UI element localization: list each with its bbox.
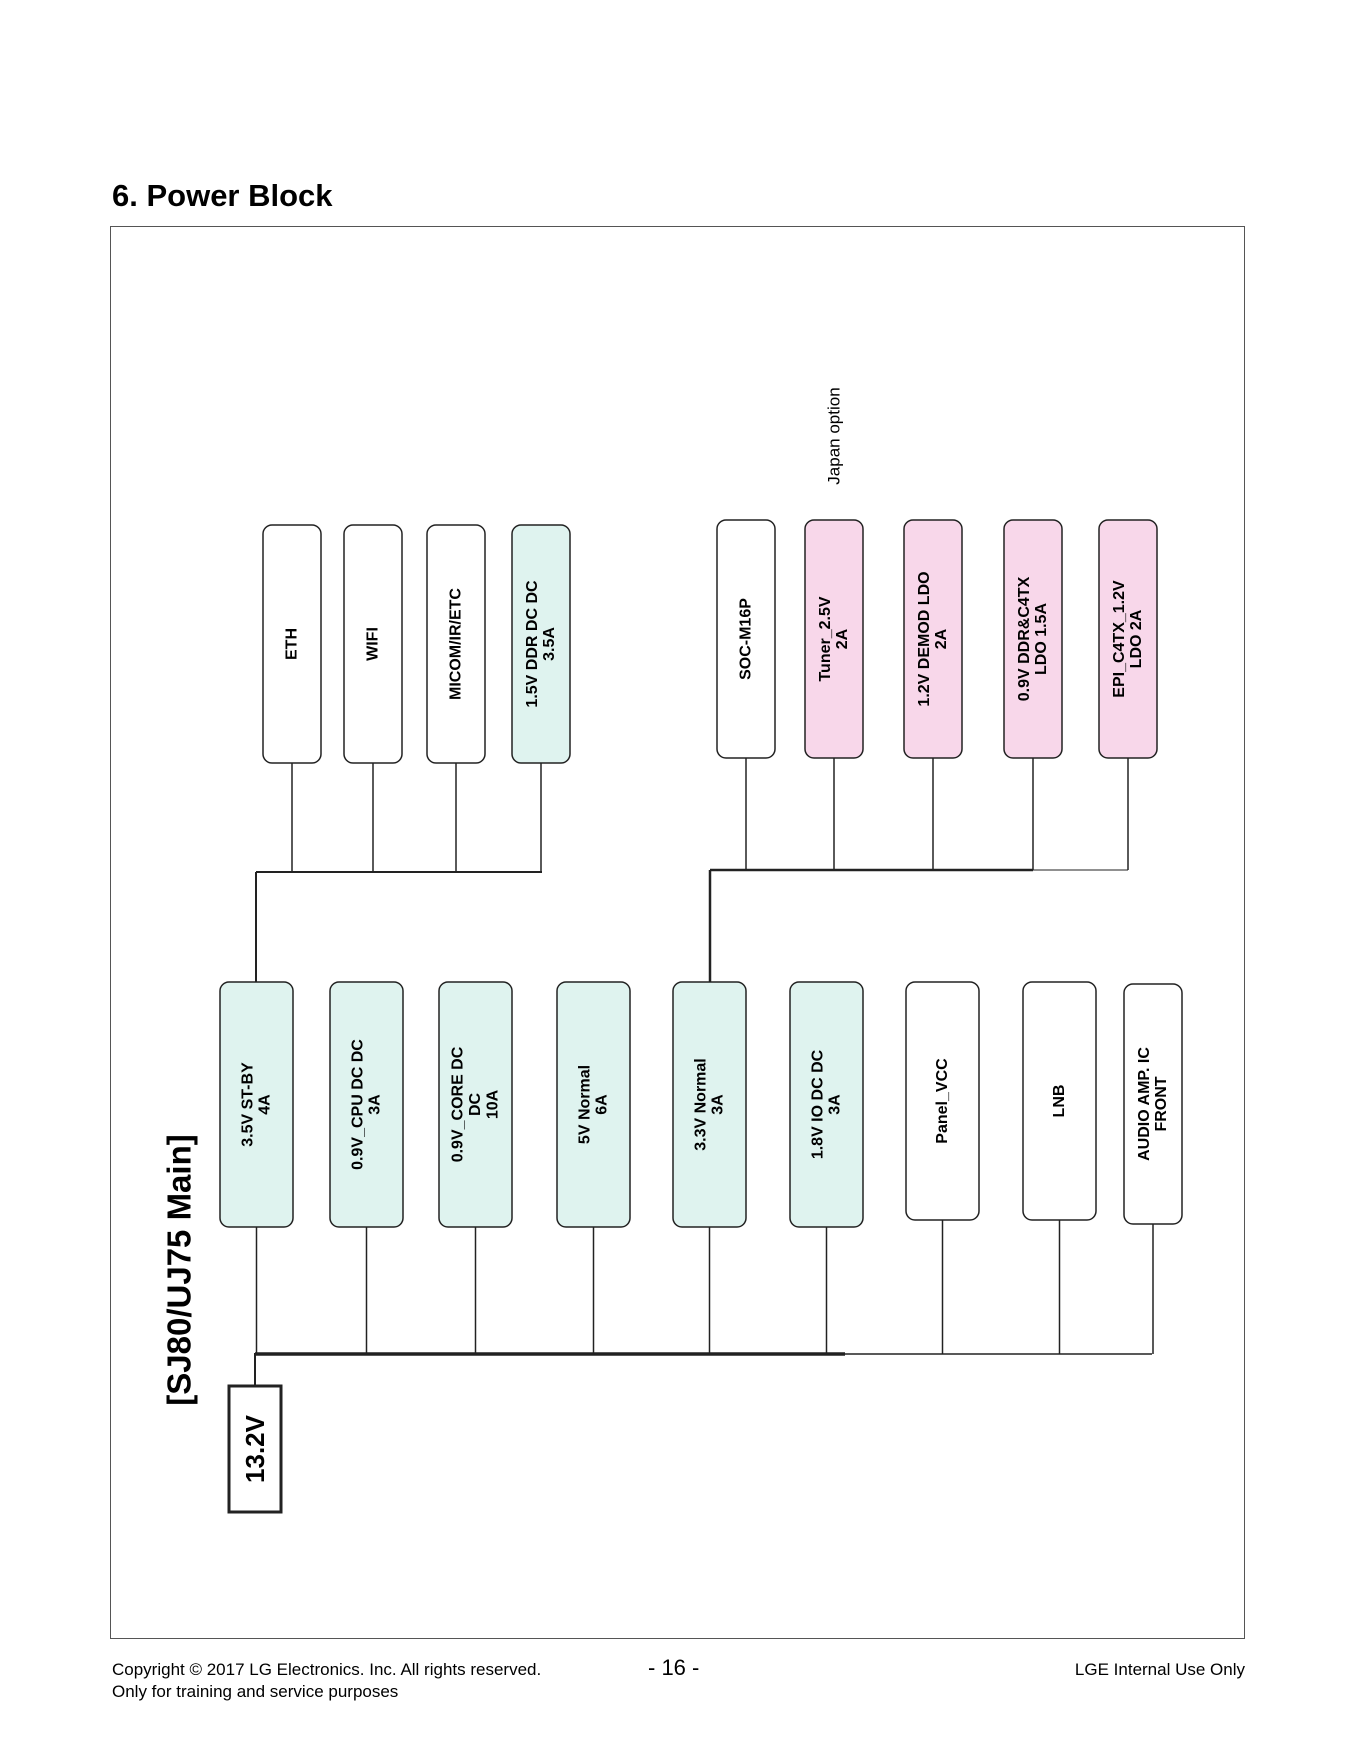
box-label-line: LDO 1.5A (1033, 603, 1050, 675)
box-label-line: MICOM/IR/ETC (448, 588, 465, 700)
box-label-line: ETH (284, 628, 301, 660)
box-label-line: 3.5A (541, 627, 558, 661)
box-label-line: 5V Normal (576, 1065, 593, 1144)
box-label-line: 0.9V DDR&C4TX (1016, 576, 1033, 701)
box-label-line: 3.5V ST-BY (239, 1062, 256, 1147)
japan-option-note: Japan option (825, 387, 844, 484)
box-label-line: WIFI (365, 627, 382, 661)
footer-copyright: Copyright © 2017 LG Electronics. Inc. Al… (112, 1660, 542, 1679)
box-label-line: LDO 2A (1128, 609, 1145, 668)
box-label-line: 2A (834, 628, 851, 649)
normal-load-box-1-label: SOC-M16P (738, 598, 755, 680)
standby-load-box-2-label: WIFI (365, 627, 382, 661)
source-box (227, 1384, 283, 1514)
page-number: - 16 - (648, 1655, 700, 1680)
box-label-line: 2A (933, 628, 950, 649)
box-label-line: 1.5V DDR DC DC (524, 580, 541, 708)
box-label-line: 0.9V_CORE DC (450, 1046, 467, 1162)
box-label-line: Tuner_2.5V (817, 596, 834, 681)
page-title: 6. Power Block (112, 178, 333, 213)
box-label-line: 3A (710, 1094, 727, 1115)
box-label-line: 3.3V Normal (692, 1058, 709, 1150)
box-label-line: 0.9V_CPU DC DC (349, 1039, 366, 1170)
box-label-line: FRONT (1153, 1076, 1170, 1131)
box-label-line: 13.2V (240, 1414, 270, 1483)
box-label-line: [SJ80/UJ75 Main] (161, 1134, 198, 1405)
box-label-line: 3A (827, 1094, 844, 1115)
standby-load-box-1-label: ETH (284, 628, 301, 660)
box-label-line: 1.8V IO DC DC (809, 1049, 826, 1159)
box-label-line: 1.2V DEMOD LDO (916, 571, 933, 706)
standby-load-box-3-label: MICOM/IR/ETC (448, 588, 465, 700)
source-label: 13.2V (240, 1414, 270, 1483)
rail-box-8-label: LNB (1051, 1085, 1068, 1118)
box-label-line: 3A (367, 1094, 384, 1115)
footer-internal-use: LGE Internal Use Only (1074, 1660, 1245, 1679)
box-label-line: DC (467, 1093, 484, 1117)
footer-training-note: Only for training and service purposes (112, 1682, 399, 1701)
main-label: [SJ80/UJ75 Main] (161, 1134, 198, 1405)
box-label-line: 4A (257, 1094, 274, 1115)
box-label-line: EPI_C4TX_1.2V (1111, 580, 1128, 698)
box-label-line: 10A (484, 1089, 501, 1119)
box-label-line: SOC-M16P (738, 598, 755, 680)
box-label-line: 6A (594, 1094, 611, 1115)
rail-box-7-label: Panel_VCC (934, 1058, 951, 1144)
box-label-line: Panel_VCC (934, 1058, 951, 1144)
box-label-line: LNB (1051, 1085, 1068, 1118)
box-label-line: AUDIO AMP. IC (1136, 1047, 1153, 1161)
